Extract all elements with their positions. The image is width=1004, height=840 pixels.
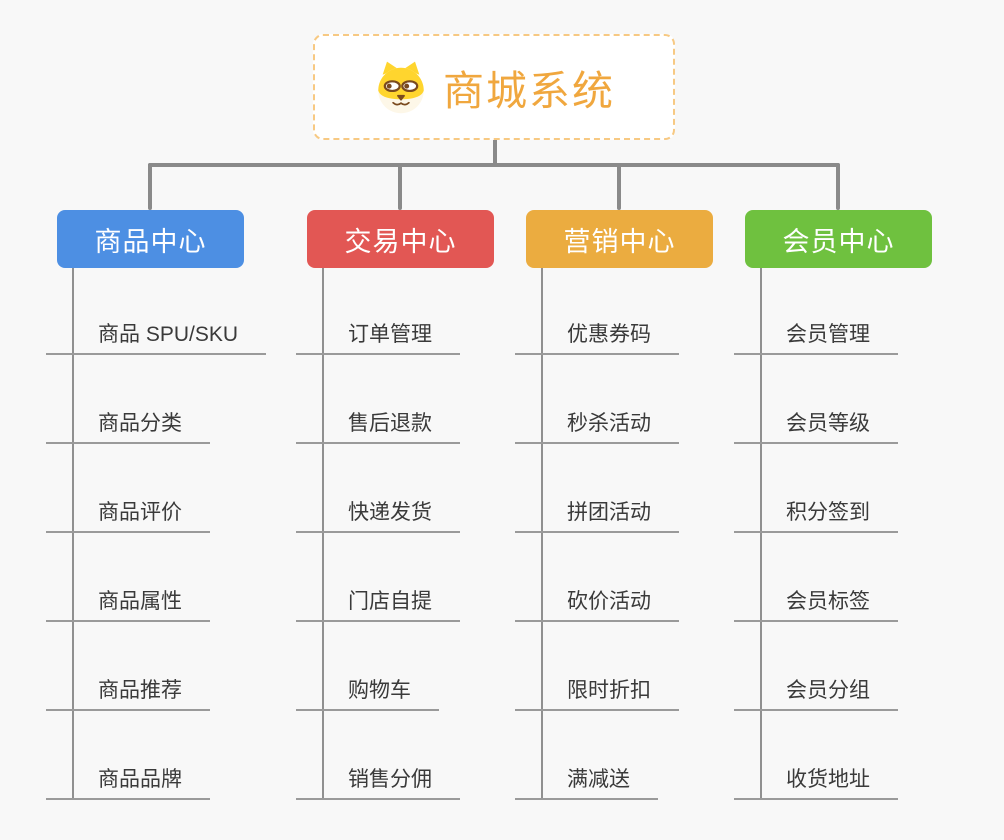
branch-node-goods[interactable]: 商品中心 [57,210,244,268]
branch-node-trade[interactable]: 交易中心 [307,210,494,268]
leaf-node[interactable]: 商品分类 [46,411,210,444]
leaf-node[interactable]: 购物车 [296,678,439,711]
leaf-node[interactable]: 商品品牌 [46,767,210,800]
leaf-node[interactable]: 商品 SPU/SKU [46,322,267,355]
leaf-node[interactable]: 会员分组 [734,678,898,711]
leaf-node[interactable]: 商品评价 [46,500,210,533]
leaf-node[interactable]: 满减送 [515,767,658,800]
connector-drop-marketing [617,163,621,210]
connector-root-stem [493,139,497,166]
leaf-node[interactable]: 销售分佣 [296,767,460,800]
dog-face-icon [373,59,429,115]
connector-drop-member [836,163,840,210]
root-node[interactable]: 商城系统 [313,34,675,140]
leaf-node[interactable]: 收货地址 [734,767,898,800]
leaf-node[interactable]: 快递发货 [296,500,460,533]
root-title: 商城系统 [443,68,615,114]
branch-spine [541,268,543,800]
branch-spine [322,268,324,800]
connector-drop-goods [148,163,152,210]
leaf-node[interactable]: 门店自提 [296,589,460,622]
leaf-node[interactable]: 砍价活动 [515,589,679,622]
connector-drop-trade [398,163,402,210]
branch-spine [760,268,762,800]
leaf-node[interactable]: 会员管理 [734,322,898,355]
leaf-node[interactable]: 会员标签 [734,589,898,622]
leaf-node[interactable]: 积分签到 [734,500,898,533]
leaf-node[interactable]: 优惠券码 [515,322,679,355]
leaf-node[interactable]: 秒杀活动 [515,411,679,444]
connector-horizontal-bar [148,163,840,167]
leaf-node[interactable]: 订单管理 [296,322,460,355]
leaf-node[interactable]: 商品推荐 [46,678,210,711]
leaf-node[interactable]: 拼团活动 [515,500,679,533]
leaf-node[interactable]: 会员等级 [734,411,898,444]
branch-node-member[interactable]: 会员中心 [745,210,932,268]
leaf-node[interactable]: 商品属性 [46,589,210,622]
branch-spine [72,268,74,800]
branch-node-marketing[interactable]: 营销中心 [526,210,713,268]
leaf-node[interactable]: 售后退款 [296,411,460,444]
leaf-node[interactable]: 限时折扣 [515,678,679,711]
